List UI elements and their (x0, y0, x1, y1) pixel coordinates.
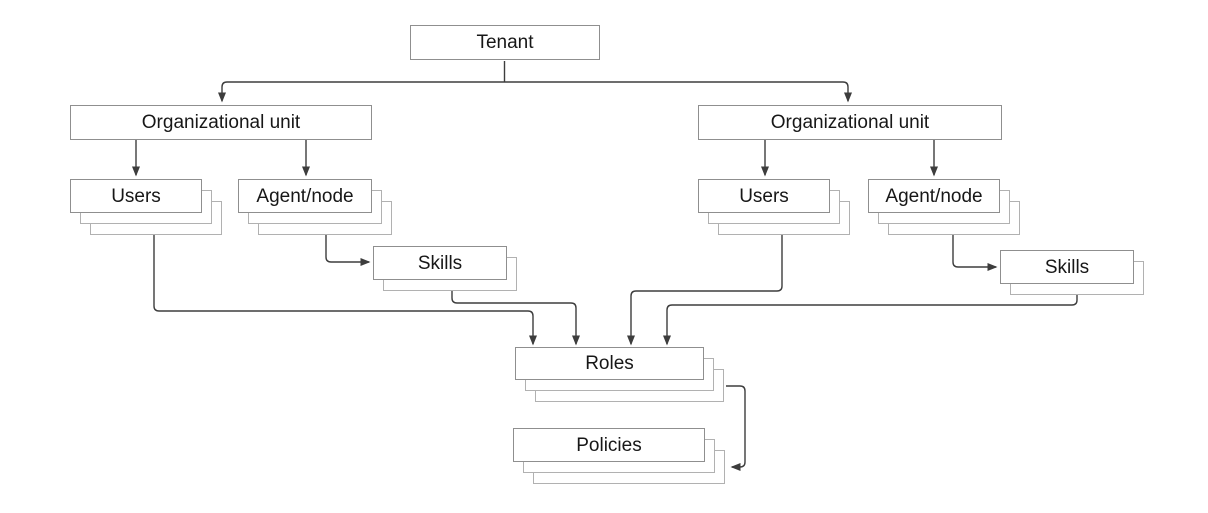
node-agent-right-label: Agent/node (885, 185, 983, 207)
node-policies-box: Policies (513, 428, 705, 462)
node-users-right: Users (698, 179, 850, 235)
edge-agentleft-skills (325, 234, 371, 266)
node-org-unit-left-box: Organizational unit (70, 105, 372, 140)
node-users-right-label: Users (739, 185, 789, 207)
node-roles-box: Roles (515, 347, 704, 380)
edge-agentright-skills (952, 235, 998, 271)
node-agent-right-box: Agent/node (868, 179, 1000, 213)
node-agent-left-label: Agent/node (256, 185, 354, 207)
node-skills-left-box: Skills (373, 246, 507, 280)
node-skills-right-box: Skills (1000, 250, 1134, 284)
node-policies: Policies (513, 428, 725, 484)
node-tenant-box: Tenant (410, 25, 600, 60)
edge-usersright-roles (627, 235, 783, 346)
node-tenant-label: Tenant (476, 32, 534, 53)
node-org-unit-right-label: Organizational unit (770, 112, 930, 133)
node-roles: Roles (515, 347, 724, 402)
edge-tenant-org-left (218, 81, 505, 103)
edge-roles-policies (726, 385, 746, 471)
node-skills-left-label: Skills (417, 252, 463, 274)
edge-usersleft-roles (153, 235, 537, 346)
node-skills-right-label: Skills (1044, 256, 1090, 278)
node-org-unit-left-label: Organizational unit (141, 112, 301, 133)
node-policies-label: Policies (576, 434, 642, 456)
node-agent-left: Agent/node (238, 179, 392, 235)
node-users-left-label: Users (111, 185, 161, 207)
node-tenant: Tenant (410, 25, 600, 60)
node-skills-right: Skills (1000, 250, 1144, 295)
edge-skillsright-roles (663, 295, 1078, 346)
node-org-unit-right: Organizational unit (698, 105, 1002, 140)
node-skills-left: Skills (373, 246, 517, 291)
node-users-left-box: Users (70, 179, 202, 213)
node-agent-right: Agent/node (868, 179, 1020, 235)
node-org-unit-right-box: Organizational unit (698, 105, 1002, 140)
node-agent-left-box: Agent/node (238, 179, 372, 213)
node-roles-label: Roles (585, 353, 634, 374)
node-users-left: Users (70, 179, 222, 235)
edge-tenant-org-right (504, 81, 852, 103)
node-users-right-box: Users (698, 179, 830, 213)
edge-skillsleft-roles (451, 291, 580, 346)
node-org-unit-left: Organizational unit (70, 105, 372, 140)
